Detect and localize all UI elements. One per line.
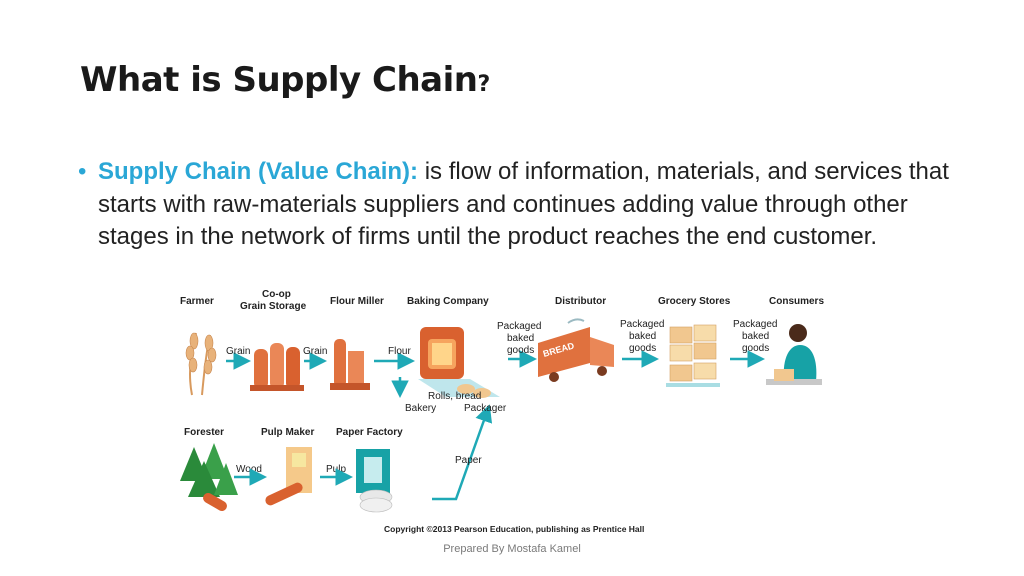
consumer-person-icon xyxy=(766,324,822,385)
label-paper-factory: Paper Factory xyxy=(336,427,403,438)
delivery-truck-icon: BREAD xyxy=(538,318,614,382)
flow-flour: Flour xyxy=(388,346,411,357)
flow-packager: Packager xyxy=(464,403,507,414)
flow-rolls-bread: Rolls, bread xyxy=(428,391,481,402)
label-coop-2: Grain Storage xyxy=(240,301,307,312)
label-consumers: Consumers xyxy=(769,296,824,307)
paper-factory-icon xyxy=(356,449,393,513)
flow-packaged-3a: Packaged xyxy=(733,319,777,330)
label-baking-company: Baking Company xyxy=(407,296,489,307)
flow-grain-1: Grain xyxy=(226,346,250,357)
flow-packaged-1a: Packaged xyxy=(497,321,541,332)
flow-packaged-2b: baked xyxy=(629,331,656,342)
label-farmer: Farmer xyxy=(180,296,214,307)
flow-paper: Paper xyxy=(455,455,482,466)
supply-chain-diagram: Farmer Co-op Grain Storage Flour Miller … xyxy=(180,289,824,513)
flour-mill-icon xyxy=(330,339,370,390)
label-flour-miller: Flour Miller xyxy=(330,296,384,307)
flow-grain-2: Grain xyxy=(303,346,327,357)
definition-bullet: • Supply Chain (Value Chain): is flow of… xyxy=(78,156,978,254)
pulp-maker-icon xyxy=(265,447,312,506)
flow-packaged-3c: goods xyxy=(742,343,769,354)
grain-silos-icon xyxy=(250,343,304,391)
flow-bakery: Bakery xyxy=(405,403,436,414)
definition-term: Supply Chain (Value Chain): xyxy=(98,158,419,185)
copyright-note: Copyright ©2013 Pearson Education, publi… xyxy=(384,524,645,534)
label-forester: Forester xyxy=(184,427,224,438)
flow-packaged-3b: baked xyxy=(742,331,769,342)
flow-pulp: Pulp xyxy=(326,464,346,475)
bakery-oven-icon xyxy=(418,327,500,398)
flow-packaged-1c: goods xyxy=(507,345,534,356)
flow-packaged-1b: baked xyxy=(507,333,534,344)
wheat-icon xyxy=(185,332,217,396)
bullet-dot: • xyxy=(78,158,87,185)
grocery-boxes-icon xyxy=(666,324,720,387)
slide-title: What is Supply Chain? xyxy=(80,60,490,100)
flow-wood: Wood xyxy=(236,464,262,475)
flow-packaged-2a: Packaged xyxy=(620,319,664,330)
label-coop-1: Co-op xyxy=(262,289,291,300)
label-grocery-stores: Grocery Stores xyxy=(658,296,731,307)
footer-credit: Prepared By Mostafa Kamel xyxy=(443,543,581,555)
definition-text: is flow of information, materials, and s… xyxy=(98,158,949,250)
flow-packaged-2c: goods xyxy=(629,343,656,354)
forest-trees-icon xyxy=(180,443,238,511)
label-pulp-maker: Pulp Maker xyxy=(261,427,314,438)
label-distributor: Distributor xyxy=(555,296,606,307)
